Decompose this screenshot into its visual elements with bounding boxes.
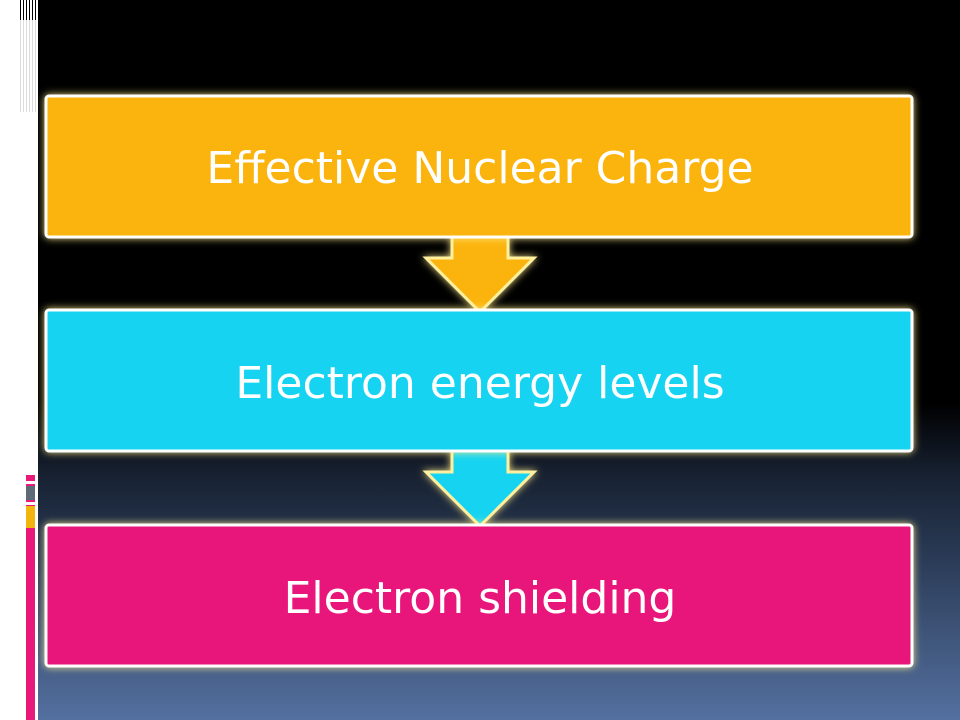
down-arrow-1 [422,234,538,315]
decor-stripe-top [0,0,6,112]
step-label-1: Effective Nuclear Charge [206,143,753,194]
decor-accent-gray [26,486,35,500]
decor-accent-divider-2 [26,502,35,505]
step-effective-nuclear-charge: Effective Nuclear Charge [44,94,914,239]
step-label-3: Electron shielding [284,573,677,624]
step-label-2: Electron energy levels [235,358,724,409]
decor-stripe-pattern-inner [20,20,38,112]
decor-accent-pink [26,475,35,720]
down-arrow-2 [422,448,538,529]
decor-stripe-top-thin [8,0,10,112]
step-electron-shielding: Electron shielding [44,523,914,668]
decor-accent-yellow [26,506,35,528]
decor-accent-divider [26,481,35,484]
step-electron-energy-levels: Electron energy levels [44,308,914,453]
